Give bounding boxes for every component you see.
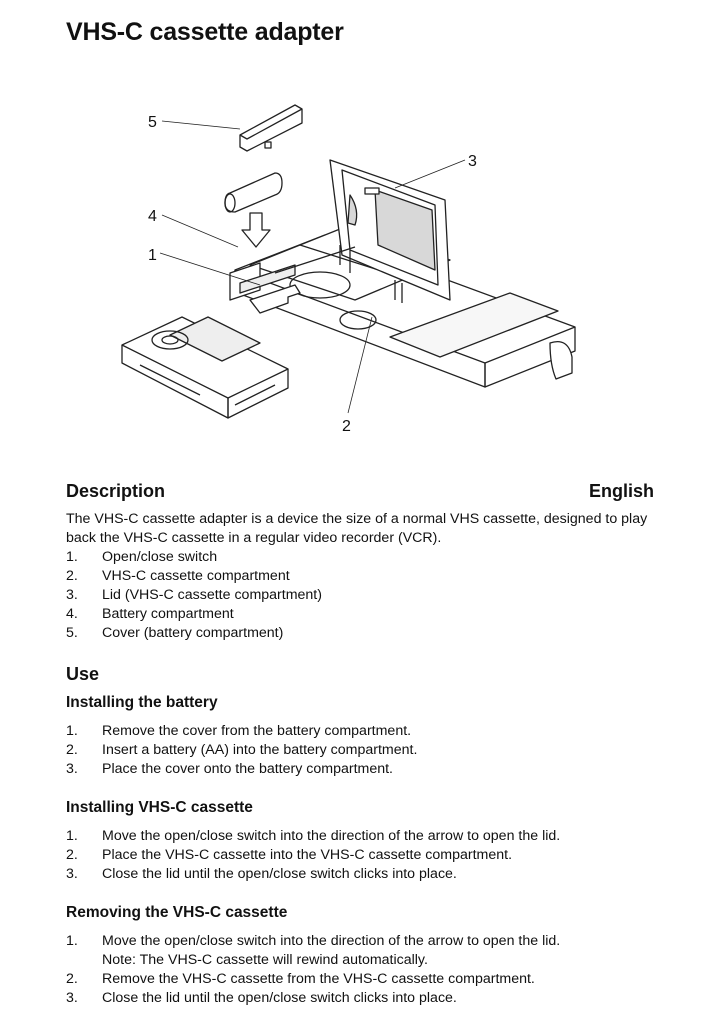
switch-area — [229, 246, 356, 314]
list-item: 1.Remove the cover from the battery comp… — [66, 723, 412, 739]
list-item: 2.VHS-C cassette compartment — [66, 568, 290, 584]
battery-steps: 1.Remove the cover from the battery comp… — [66, 722, 666, 779]
description-heading: Description — [66, 481, 166, 501]
list-item: 1.Move the open/close switch into the di… — [66, 828, 561, 844]
callout-5: 5 — [148, 114, 157, 131]
remove-steps: 1.Move the open/close switch into the di… — [66, 932, 666, 1008]
list-item-note: Note: The VHS-C cassette will rewind aut… — [102, 952, 428, 968]
vhs-c-cassette — [121, 316, 289, 419]
description-header: Description English — [66, 481, 654, 502]
list-item: 1.Move the open/close switch into the di… — [66, 933, 561, 949]
list-item: 1.Open/close switch — [66, 549, 218, 565]
list-item: 5.Cover (battery compartment) — [66, 625, 284, 641]
list-item: 4.Battery compartment — [66, 606, 234, 622]
removing-cassette-heading: Removing the VHS-C cassette — [66, 904, 288, 921]
list-item: 2.Place the VHS-C cassette into the VHS-… — [66, 847, 513, 863]
page-title: VHS-C cassette adapter — [66, 18, 344, 46]
parts-list: 1.Open/close switch 2.VHS-C cassette com… — [66, 548, 666, 643]
battery — [224, 172, 283, 248]
list-item: 2.Insert a battery (AA) into the battery… — [66, 742, 418, 758]
lid — [329, 159, 451, 303]
use-heading: Use — [66, 664, 100, 684]
installing-battery-heading: Installing the battery — [66, 694, 218, 711]
callout-3: 3 — [468, 153, 477, 170]
list-item: 3.Lid (VHS-C cassette compartment) — [66, 587, 322, 603]
adapter-diagram: 5 4 1 3 2 — [121, 104, 576, 435]
list-item: 3.Close the lid until the open/close swi… — [66, 866, 457, 882]
callout-1: 1 — [148, 247, 157, 264]
callout-4: 4 — [148, 208, 157, 225]
description-intro: The VHS-C cassette adapter is a device t… — [66, 511, 648, 546]
list-item: 3.Close the lid until the open/close swi… — [66, 990, 457, 1006]
adapter-illustration: 5 4 1 3 2 — [110, 95, 590, 445]
language-label: English — [588, 481, 654, 501]
installing-cassette-heading: Installing VHS-C cassette — [66, 799, 253, 816]
battery-cover — [239, 104, 303, 152]
callout-2: 2 — [342, 418, 351, 435]
list-item: 3.Place the cover onto the battery compa… — [66, 761, 393, 777]
install-steps: 1.Move the open/close switch into the di… — [66, 827, 666, 884]
list-item: 2.Remove the VHS-C cassette from the VHS… — [66, 971, 535, 987]
